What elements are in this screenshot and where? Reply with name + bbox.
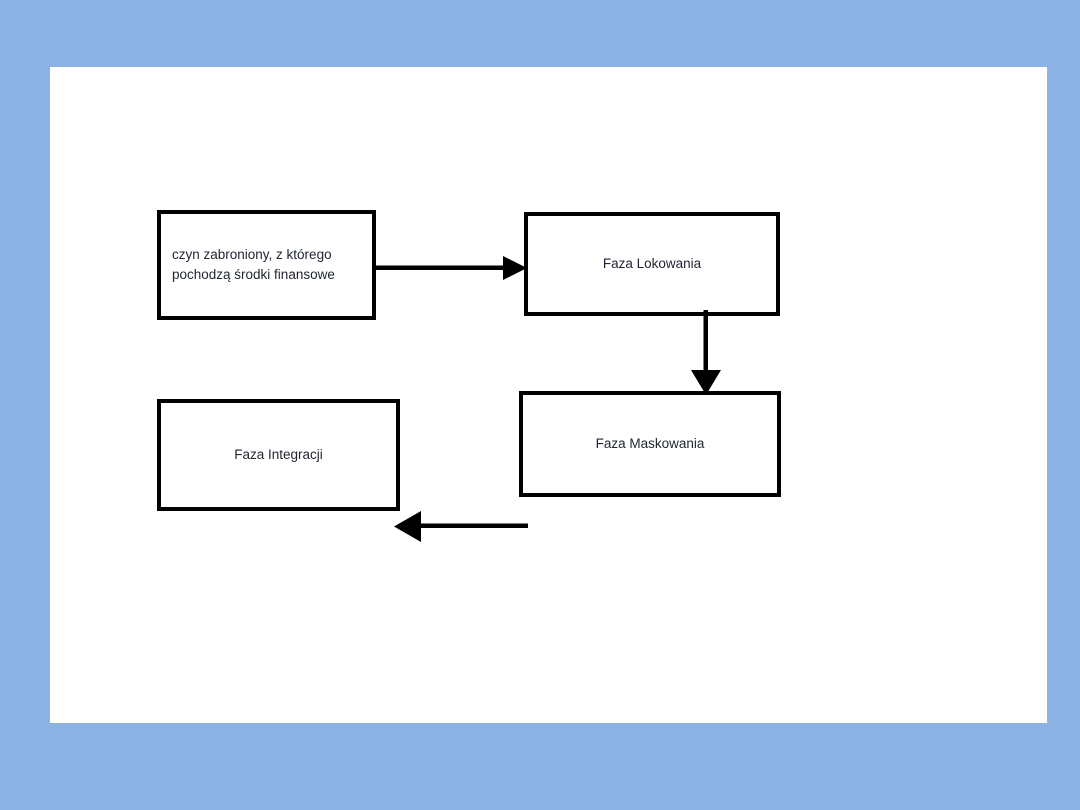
flow-node-integration[interactable]: Faza Integracji	[157, 399, 400, 511]
flowchart-diagram: czyn zabroniony, z którego pochodzą środ…	[50, 67, 1047, 723]
flow-node-placement-label: Faza Lokowania	[602, 255, 702, 271]
flow-node-source-label: czyn zabroniony, z którego pochodzą środ…	[172, 246, 335, 282]
flow-node-placement[interactable]: Faza Lokowania	[524, 212, 780, 316]
flow-node-source[interactable]: czyn zabroniony, z którego pochodzą środ…	[157, 210, 376, 320]
arrow-left-icon-layering-to-integration	[394, 511, 528, 542]
flow-node-layering[interactable]: Faza Maskowania	[519, 391, 781, 497]
flow-node-layering-label: Faza Maskowania	[595, 435, 705, 451]
arrow-down-icon-placement-to-layering	[691, 310, 721, 395]
slide-content-panel: czyn zabroniony, z którego pochodzą środ…	[50, 67, 1047, 723]
arrow-right-icon-source-to-placement	[372, 256, 527, 280]
flow-node-integration-label: Faza Integracji	[234, 446, 323, 462]
